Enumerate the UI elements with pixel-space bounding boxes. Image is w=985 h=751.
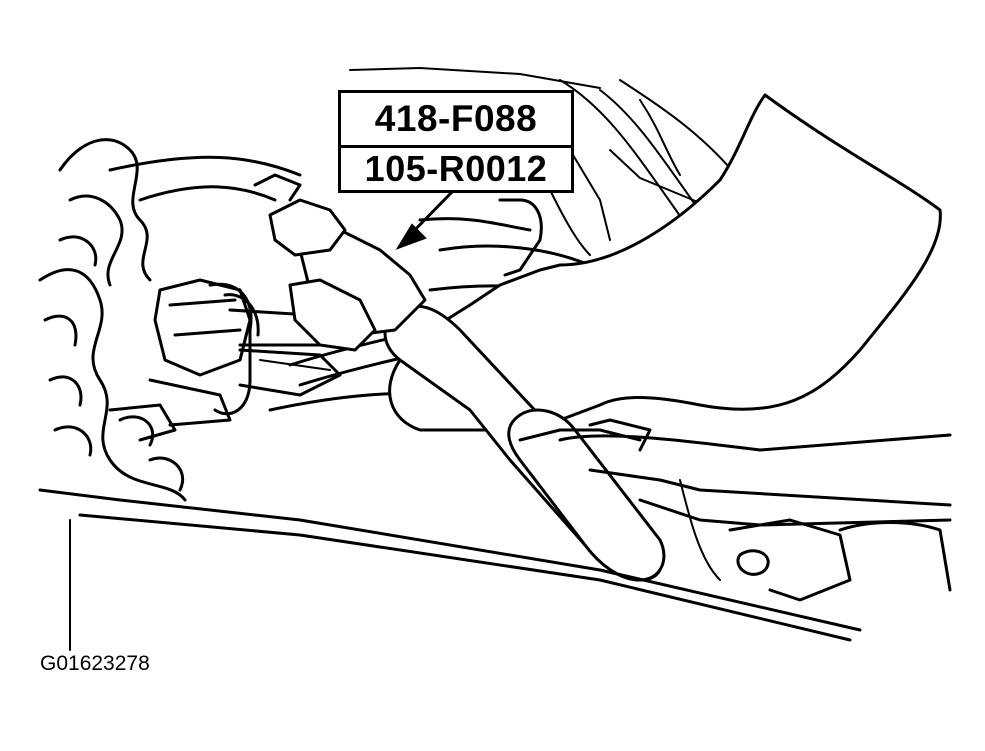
callout-arrow <box>395 190 454 250</box>
tool-handle <box>383 93 942 582</box>
wiring-harness <box>38 138 302 502</box>
special-tool-body <box>253 173 427 352</box>
frame-rail <box>38 418 952 651</box>
tool-callout-lower: 105-R0012 <box>338 145 574 193</box>
figure-id: G01623278 <box>40 652 150 675</box>
tool-callout-upper: 418-F088 <box>338 90 574 148</box>
background-engine-outlines <box>349 67 741 256</box>
